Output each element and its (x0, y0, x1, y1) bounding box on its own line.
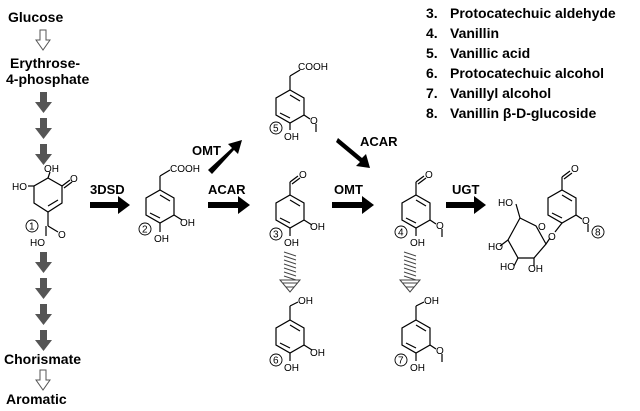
c1-ho-left: HO (12, 182, 27, 193)
c5-cooh: COOH (298, 62, 328, 73)
chorismate-label: Chorismate (4, 351, 81, 367)
arrow-omt-up (208, 140, 242, 174)
legend-num-8: 8. (426, 105, 438, 121)
compound-number-4: 4 (398, 228, 404, 239)
compound-number-7: 7 (398, 356, 404, 367)
compound-number-1: 1 (29, 222, 35, 233)
compound-3-structure (275, 175, 313, 236)
hollow-arrow-1 (35, 29, 51, 51)
arrow-ugt (446, 196, 486, 214)
compound-number-5: 5 (273, 124, 279, 135)
c6-oh-para: OH (284, 363, 299, 374)
arrow-3dsd (90, 196, 130, 214)
arrow-acar-1 (208, 196, 250, 214)
compound-5-structure (275, 69, 317, 132)
c1-o-ketone: O (70, 174, 78, 185)
hatched-arrow-4-to-7 (398, 251, 422, 293)
compound-6-structure (275, 301, 313, 361)
legend-name-5: Vanillic acid (450, 45, 530, 61)
c8-ho-c4: HO (488, 242, 503, 253)
legend: 3. Protocatechuic aldehyde 4. Vanillin 5… (426, 5, 616, 121)
c3-oh-meta: OH (310, 222, 325, 233)
c5-oh: OH (284, 132, 299, 143)
c8-oh-c2: OH (528, 264, 543, 275)
legend-num-4: 4. (426, 25, 438, 41)
enzyme-omt-up-label: OMT (192, 143, 221, 158)
c1-ho-carboxyl: HO (30, 238, 45, 249)
legend-name-4: Vanillin (450, 25, 499, 41)
compound-number-2: 2 (142, 225, 148, 236)
c3-o-aldehyde: O (299, 170, 307, 181)
compound-number-6: 6 (273, 356, 279, 367)
c1-oh-top: OH (44, 164, 59, 175)
enzyme-acar-1-label: ACAR (208, 182, 246, 197)
c2-oh-para: OH (154, 234, 169, 245)
c1-o-carbonyl: O (58, 230, 66, 241)
compound-7-structure (401, 301, 443, 362)
enzyme-acar-diag-label: ACAR (360, 134, 398, 149)
c4-oh: OH (410, 238, 425, 249)
c3-oh-para: OH (284, 238, 299, 249)
compound-8-structure (499, 170, 589, 267)
c8-ho-c3: HO (500, 262, 515, 273)
enzyme-ugt-label: UGT (452, 182, 480, 197)
compound-2-structure (145, 169, 183, 232)
c5-o-methoxy: O (310, 116, 318, 127)
c8-oh-ch2: HO (498, 198, 513, 209)
c8-o-glycosidic: O (548, 232, 556, 243)
legend-num-6: 6. (426, 65, 438, 81)
hatched-arrow-3-to-6 (278, 251, 302, 293)
erythrose-label-line2: 4-phosphate (6, 71, 89, 87)
legend-num-3: 3. (426, 5, 438, 21)
arrow-omt-main (332, 196, 374, 214)
compound-1-structure (28, 171, 73, 236)
hollow-arrow-2 (35, 369, 51, 391)
enzyme-omt-main-label: OMT (334, 182, 363, 197)
c8-o-aldehyde: O (571, 164, 579, 175)
compound-number-3: 3 (273, 230, 279, 241)
legend-name-6: Protocatechuic alcohol (450, 65, 604, 81)
aromatic-label: Aromatic (6, 391, 67, 407)
grey-arrows-bottom (35, 252, 52, 351)
c7-oh-ch2: OH (424, 296, 439, 307)
compound-number-8: 8 (595, 228, 601, 239)
grey-arrows-top (35, 92, 52, 165)
legend-num-5: 5. (426, 45, 438, 61)
enzyme-3dsd-label: 3DSD (90, 182, 125, 197)
c2-cooh: COOH (170, 164, 200, 175)
c8-o-ring: O (538, 222, 546, 233)
c4-o-aldehyde: O (425, 170, 433, 181)
glucose-label: Glucose (8, 9, 63, 25)
c7-o-methoxy: O (436, 346, 444, 357)
legend-name-8: Vanillin β-D-glucoside (450, 105, 596, 121)
c6-oh-ch2: OH (298, 296, 313, 307)
c8-o-methoxy: O (582, 216, 590, 227)
c2-oh-meta: OH (180, 218, 195, 229)
c7-oh: OH (410, 363, 425, 374)
legend-name-3: Protocatechuic aldehyde (450, 5, 616, 21)
compound-4-structure (401, 175, 443, 237)
c6-oh-meta: OH (310, 348, 325, 359)
legend-num-7: 7. (426, 85, 438, 101)
arrow-acar-diag (336, 138, 370, 168)
erythrose-label-line1: Erythrose- (10, 55, 80, 71)
legend-name-7: Vanillyl alcohol (450, 85, 551, 101)
c4-o-methoxy: O (436, 221, 444, 232)
